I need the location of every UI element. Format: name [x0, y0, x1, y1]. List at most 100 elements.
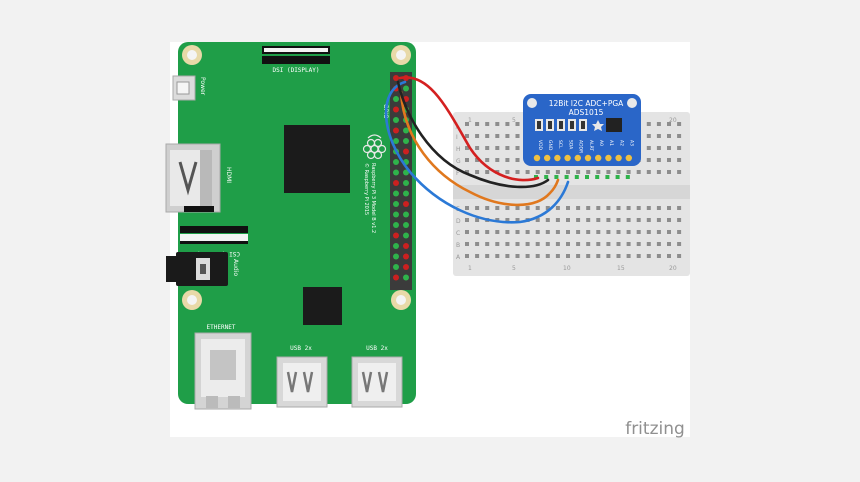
breadboard-hole — [667, 122, 671, 126]
raspberry-logo-icon — [362, 134, 387, 160]
gpio-pin — [393, 201, 399, 207]
adc-pin-label: ADDR — [578, 140, 584, 153]
bb-col-label: 15 — [617, 265, 625, 272]
breadboard-hole — [465, 170, 469, 174]
bb-row-label: F — [456, 170, 460, 177]
breadboard-hole — [465, 254, 469, 258]
breadboard-hole — [606, 218, 611, 222]
usb-lan-chip — [303, 287, 342, 325]
breadboard-hole — [515, 158, 520, 162]
breadboard-hole — [515, 134, 520, 138]
breadboard-hole — [606, 230, 611, 234]
breadboard-hole — [545, 254, 550, 258]
breadboard-hole — [566, 254, 570, 258]
breadboard-hole — [465, 146, 469, 150]
breadboard-hole — [677, 230, 682, 234]
breadboard-hole — [475, 254, 480, 258]
breadboard-hole — [505, 218, 510, 222]
breadboard-hole — [626, 230, 631, 234]
gpio-pin — [393, 190, 399, 197]
breadboard-hole — [646, 230, 651, 234]
bb-row-label: H — [456, 146, 461, 153]
usb-port-1: USB 2x — [276, 345, 328, 408]
breadboard-hole — [515, 206, 520, 210]
gpio-pin — [403, 243, 409, 249]
breadboard-hole — [586, 218, 591, 222]
breadboard-hole — [566, 170, 570, 174]
breadboard-hole — [495, 134, 500, 138]
breadboard-hole — [636, 206, 641, 210]
adc-pin-label: ALRT — [588, 140, 594, 151]
breadboard-hole — [677, 146, 682, 150]
breadboard-hole — [475, 242, 480, 246]
breadboard-hole — [677, 254, 682, 258]
gpio-pin — [393, 222, 399, 228]
breadboard-hole — [566, 206, 570, 210]
gpio-pin — [403, 180, 409, 186]
breadboard-hole — [596, 170, 601, 174]
breadboard-hole — [545, 242, 550, 246]
mounting-holes — [182, 45, 411, 310]
breadboard-hole — [636, 254, 641, 258]
adc-title-line2: ADS1015 — [569, 108, 604, 117]
gpio-pin — [393, 127, 399, 134]
wires — [384, 76, 570, 224]
adc-pin-label: A1 — [608, 140, 614, 146]
breadboard-hole — [656, 242, 661, 246]
adc-pin — [615, 154, 622, 162]
bb-row-label: D — [456, 218, 461, 225]
breadboard-hole — [646, 134, 651, 138]
adc-pin — [605, 154, 612, 162]
gpio-pin — [403, 253, 409, 260]
breadboard-hole — [545, 230, 550, 234]
breadboard-hole — [667, 230, 671, 234]
adc-components — [535, 118, 622, 132]
adc-pin — [533, 154, 541, 162]
breadboard-hole-active — [585, 175, 589, 179]
gpio-pin — [403, 201, 409, 207]
breadboard-hole — [495, 242, 500, 246]
breadboard-hole-active — [574, 175, 579, 179]
breadboard-hole — [596, 206, 601, 210]
breadboard-hole — [576, 230, 581, 234]
gpio-pin — [403, 274, 409, 281]
soc-chip — [284, 125, 350, 193]
gpio-pin — [393, 159, 399, 165]
usb-port-2: USB 2x — [351, 345, 403, 408]
breadboard-hole-active — [615, 175, 620, 179]
breadboard-hole — [535, 218, 540, 222]
hdmi-connector: HDMI — [165, 143, 232, 213]
breadboard-hole — [505, 158, 510, 162]
breadboard-hole — [465, 158, 469, 162]
breadboard-hole — [555, 242, 560, 246]
breadboard-hole — [586, 206, 591, 210]
breadboard-hole — [485, 242, 490, 246]
breadboard-hole — [495, 122, 500, 126]
gpio-pin — [393, 169, 399, 176]
bb-col-label: 20 — [669, 117, 677, 124]
breadboard-hole — [495, 218, 500, 222]
breadboard-hole — [606, 206, 611, 210]
breadboard-hole — [626, 242, 631, 246]
breadboard-hole — [505, 122, 510, 126]
breadboard-hole — [667, 158, 671, 162]
breadboard-hole — [596, 230, 601, 234]
adc-pin-label: A2 — [618, 140, 624, 146]
gpio-pin — [403, 148, 409, 155]
breadboard-hole — [616, 218, 621, 222]
breadboard-hole — [555, 170, 560, 174]
breadboard-hole — [646, 122, 651, 126]
breadboard-hole — [555, 218, 560, 222]
usb-label-2: USB 2x — [366, 345, 388, 352]
breadboard-hole — [646, 242, 651, 246]
usb-label-1: USB 2x — [290, 345, 312, 352]
breadboard-hole-active — [605, 175, 610, 179]
breadboard-hole — [646, 206, 651, 210]
breadboard-hole — [505, 230, 510, 234]
breadboard-hole — [596, 242, 601, 246]
bb-row-label: C — [456, 230, 460, 237]
gpio-pin — [393, 274, 399, 281]
breadboard-hole — [485, 206, 490, 210]
breadboard-hole — [667, 254, 671, 258]
